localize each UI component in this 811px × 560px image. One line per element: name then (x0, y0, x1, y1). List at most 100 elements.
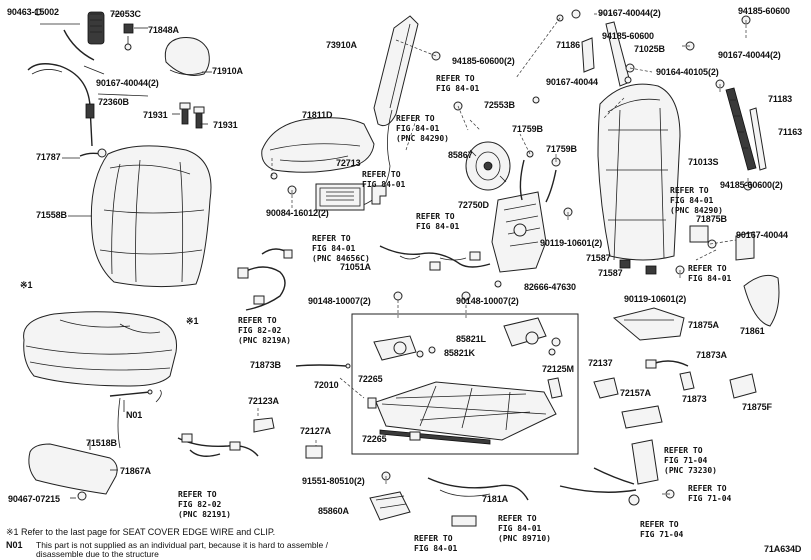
label-72750D: 72750D (458, 200, 489, 210)
label-71875B: 71875B (696, 214, 727, 224)
refer-71-04[interactable]: REFER TO FIG 71-04 (688, 484, 732, 503)
label-N01: N01 (126, 410, 143, 420)
refer-84-01-pnc-84290a[interactable]: REFER TO FIG 84-01 (PNC 84290) (396, 114, 449, 143)
headrest-guide-parts (34, 8, 134, 61)
headrest-supports-71931 (179, 102, 205, 129)
refer-84-01-pnc-89710[interactable]: REFER TO FIG 84-01 (PNC 89710) (498, 514, 551, 543)
recliner-72750D (491, 159, 557, 273)
bracket-72713 (371, 185, 387, 205)
rail-71163 (749, 107, 767, 171)
wire-N01 (109, 389, 162, 449)
label-85821L: 85821L (456, 334, 486, 344)
sensor-71787 (79, 148, 107, 158)
rail-71183 (725, 87, 757, 171)
label-94185-60600a: 94185-60600 (602, 31, 654, 41)
label-71875A: 71875A (688, 320, 719, 330)
label-94185-60600-2b: 94185-60600(2) (720, 180, 783, 190)
harness-82191 (177, 433, 259, 457)
bracket-71025B (605, 21, 632, 87)
refer-71-04-pnc-73230[interactable]: REFER TO FIG 71-04 (PNC 73230) (664, 446, 717, 475)
headrest (164, 37, 210, 76)
screw-90467 (77, 491, 87, 501)
label-71587b: 71587 (598, 268, 623, 278)
refer-71-04-b[interactable]: REFER TO FIG 71-04 (640, 520, 684, 539)
label-94185-60600-2a: 94185-60600(2) (452, 56, 515, 66)
label-71025B: 71025B (634, 44, 665, 54)
label-71183: 71183 (768, 94, 793, 104)
refer-84-01-e[interactable]: REFER TO FIG 84-01 (414, 534, 458, 553)
refer-84-01-d[interactable]: REFER TO FIG 84-01 (688, 264, 732, 283)
refer-84-01-pnc-84290b[interactable]: REFER TO FIG 84-01 (PNC 84290) (670, 186, 723, 215)
harness-7181A (427, 477, 529, 527)
footnote-n01-line1: This part is not supplied as an individu… (36, 540, 328, 550)
refer-82-02-pnc-8219A[interactable]: REFER TO FIG 82-02 (PNC 8219A) (238, 316, 291, 345)
label-71163: 71163 (778, 127, 803, 137)
label-71787: 71787 (36, 152, 61, 162)
label-91551-80510-2: 91551-80510(2) (302, 476, 365, 486)
label-71186: 71186 (556, 40, 581, 50)
seatback-frame-71013S (597, 83, 681, 261)
label-71873A: 71873A (696, 350, 727, 360)
bracket-71186 (581, 37, 595, 73)
harness-71051A (379, 245, 491, 271)
refer-84-01-b[interactable]: REFER TO FIG 84-01 (362, 170, 406, 189)
label-72265b: 72265 (362, 434, 387, 444)
label-90463-15002: 90463-15002 (7, 7, 59, 17)
refer-84-01-pnc-84656C[interactable]: REFER TO FIG 84-01 (PNC 84656C) (312, 234, 370, 263)
label-72125M: 72125M (542, 364, 574, 374)
label-90148-10007-2b: 90148-10007(2) (456, 296, 519, 306)
label-71931b: 71931 (213, 120, 238, 130)
label-85860A: 85860A (318, 506, 349, 516)
label-72127A: 72127A (300, 426, 331, 436)
bracket-71875B (619, 225, 755, 275)
side-shield-71867A (28, 443, 118, 495)
fasteners (287, 9, 753, 499)
label-94185-60600b: 94185-60600 (738, 6, 790, 16)
label-72553B: 72553B (484, 100, 515, 110)
refer-84-01-a[interactable]: REFER TO FIG 84-01 (436, 74, 480, 93)
bracket-72123A (253, 417, 275, 433)
bracket-71873 (679, 371, 695, 391)
label-72053C: 72053C (110, 9, 141, 19)
label-71931a: 71931 (143, 110, 168, 120)
footnote-n01-key: N01 (6, 540, 23, 550)
label-90467-07215: 90467-07215 (8, 494, 60, 504)
label-90167-40044-2b: 90167-40044(2) (598, 8, 661, 18)
label-90167-40044a: 90167-40044 (546, 77, 598, 87)
label-72010: 72010 (314, 380, 339, 390)
label-90148-10007-2a: 90148-10007(2) (308, 296, 371, 306)
label-72360B: 72360B (98, 97, 129, 107)
leader-lines (40, 13, 749, 499)
cover-72137 (593, 377, 619, 399)
label-90167-40044-2a: 90167-40044(2) (96, 78, 159, 88)
label-90119-10601-2b: 90119-10601(2) (624, 294, 687, 304)
label-71910A: 71910A (212, 66, 243, 76)
seat-back-cover (90, 145, 212, 288)
label-90084-16012-2: 90084-16012(2) (266, 208, 329, 218)
label-72713: 72713 (336, 158, 361, 168)
label-90167-40044b: 90167-40044 (736, 230, 788, 240)
headrest-wire-72360B (27, 63, 95, 147)
label-72265a: 72265 (358, 374, 383, 384)
label-72157A: 72157A (620, 388, 651, 398)
label-71A634D: 71A634D (764, 544, 802, 554)
seat-cushion (23, 311, 178, 387)
cover-72157A (621, 405, 663, 429)
refer-84-01-c[interactable]: REFER TO FIG 84-01 (416, 212, 460, 231)
label-90164-40105-2: 90164-40105(2) (656, 67, 719, 77)
label-71051A: 71051A (340, 262, 371, 272)
refer-82-02-pnc-82191[interactable]: REFER TO FIG 82-02 (PNC 82191) (178, 490, 231, 519)
label-72123A: 72123A (248, 396, 279, 406)
harness-71875A (612, 307, 685, 341)
label-7181A: 7181A (482, 494, 509, 504)
cover-71861 (743, 274, 780, 327)
buckle-harness (559, 439, 659, 506)
label-71875F: 71875F (742, 402, 772, 412)
label-71873: 71873 (682, 394, 707, 404)
label-71013S: 71013S (688, 157, 719, 167)
cable-71873B (295, 363, 351, 369)
label-71759B-b: 71759B (546, 144, 577, 154)
track-assembly-box (351, 313, 579, 455)
